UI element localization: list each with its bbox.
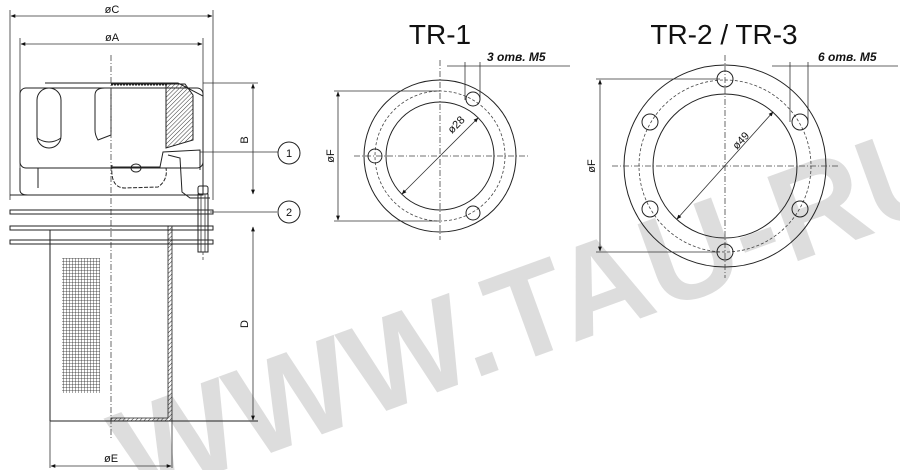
dim-d-label: D xyxy=(239,320,251,328)
callout-2-circle xyxy=(277,200,301,224)
tr23-title: TR-2 / TR-3 xyxy=(650,19,797,50)
tr1-dim-f: øF xyxy=(325,149,337,163)
tr1-view: TR-1 3 отв. M5 ø28 øF xyxy=(325,19,570,240)
tr23-view: TR-2 / TR-3 6 отв. M5 ø49 øF xyxy=(586,19,898,278)
dim-b-label: B xyxy=(239,136,251,143)
callout-2-label: 2 xyxy=(286,207,292,219)
side-view: øC øA xyxy=(9,4,301,468)
watermark: WWW.TAU-RUS.COM xyxy=(94,0,900,470)
dim-c-label: øC xyxy=(105,4,120,16)
svg-text:WWW.TAU-RUS.COM: WWW.TAU-RUS.COM xyxy=(94,0,900,470)
tr1-inner-diameter: ø28 xyxy=(446,114,468,136)
tr23-inner-diameter: ø49 xyxy=(730,130,752,152)
callout-1-label: 1 xyxy=(286,148,292,160)
tr1-holes-note: 3 отв. M5 xyxy=(487,50,546,64)
dim-a-label: øA xyxy=(105,32,120,44)
callout-1-circle xyxy=(277,141,301,165)
tr23-dim-f: øF xyxy=(586,159,598,173)
tr23-holes-note: 6 отв. M5 xyxy=(818,50,877,64)
dim-e-label: øE xyxy=(104,453,118,465)
tr1-title: TR-1 xyxy=(409,19,471,50)
